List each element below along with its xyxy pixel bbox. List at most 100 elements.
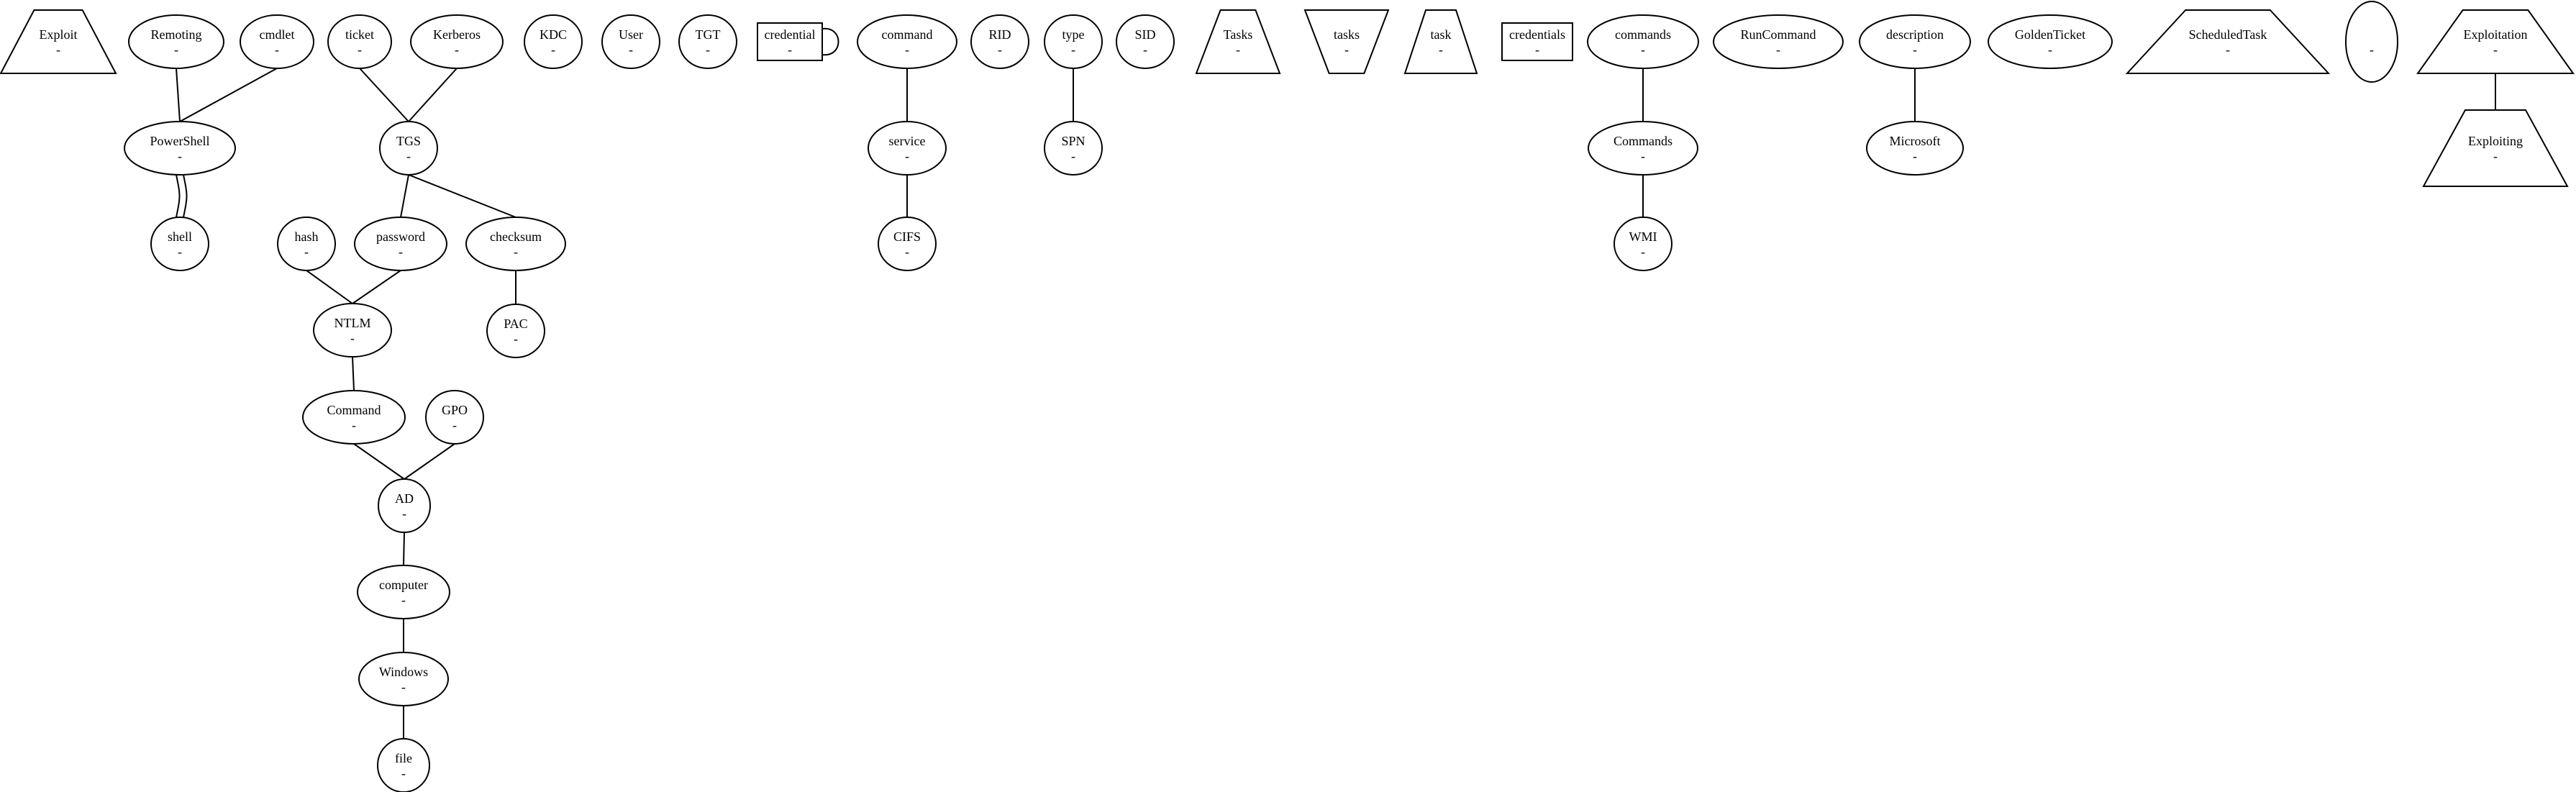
node-checksum-label: checksum — [490, 229, 542, 244]
node-tasks-cap-shape — [1195, 9, 1281, 74]
node-kdc: KDC- — [524, 14, 583, 69]
node-tasks-cap: Tasks- — [1195, 9, 1281, 74]
node-command-label: command — [882, 27, 933, 42]
node-remoting-label: Remoting — [151, 27, 202, 42]
node-service-shape — [868, 121, 947, 176]
node-wmi-shape — [1614, 217, 1672, 271]
node-kdc-sublabel: - — [551, 42, 555, 57]
node-commands-shape — [1587, 14, 1699, 69]
node-gpo: GPO- — [425, 390, 484, 445]
node-credentials-shape — [1501, 22, 1573, 61]
node-commands-label: commands — [1615, 27, 1671, 42]
edge-cmdlet-to-powershell — [179, 68, 278, 122]
node-windows-label: Windows — [379, 665, 428, 679]
node-shell-shape — [150, 217, 209, 271]
node-hash-sublabel: - — [304, 245, 309, 259]
node-cmdlet: cmdlet- — [240, 14, 314, 69]
node-cifs-sublabel: - — [905, 245, 909, 259]
node-rid-label: RID — [989, 27, 1011, 42]
node-remoting-sublabel: - — [174, 42, 178, 57]
node-tgs-label: TGS — [396, 134, 421, 148]
node-commands-cap-label: Commands — [1614, 134, 1672, 148]
node-windows-shape — [358, 652, 449, 706]
node-ticket-sublabel: - — [358, 42, 362, 57]
node-tasks-shape — [1303, 9, 1390, 74]
node-blank-sublabel: - — [2370, 42, 2374, 57]
node-pac-shape — [486, 304, 545, 358]
node-tasks-cap-label: Tasks — [1224, 27, 1253, 42]
node-ad-shape — [378, 478, 431, 533]
node-kdc-label: KDC — [540, 27, 567, 42]
node-goldenticket-label: GoldenTicket — [2015, 27, 2085, 42]
node-wmi-sublabel: - — [1641, 245, 1645, 259]
node-command-cap-sublabel: - — [352, 418, 356, 432]
node-file-label: file — [395, 751, 412, 765]
node-rid-shape — [970, 14, 1029, 69]
node-runcommand-sublabel: - — [1776, 42, 1780, 57]
node-ticket-label: ticket — [345, 27, 374, 42]
node-exploitation-sublabel: - — [2493, 42, 2498, 57]
node-ad-sublabel: - — [402, 506, 406, 521]
node-task-sublabel: - — [1439, 42, 1443, 57]
node-shell-sublabel: - — [178, 245, 182, 259]
node-tasks-cap-sublabel: - — [1236, 42, 1240, 57]
node-ntlm-shape — [313, 303, 392, 358]
node-checksum-sublabel: - — [514, 245, 518, 259]
node-credentials-sublabel: - — [1535, 42, 1539, 57]
edge-remoting-to-powershell — [176, 68, 181, 122]
node-powershell-shape — [124, 121, 236, 176]
node-sid: SID- — [1116, 14, 1175, 69]
edge-hash-to-ntlm — [306, 270, 353, 304]
node-file-sublabel: - — [401, 766, 406, 780]
node-tgt: TGT- — [678, 14, 737, 69]
node-command-cap-shape — [302, 390, 406, 445]
node-commands-cap-shape — [1588, 121, 1698, 176]
node-exploiting: Exploiting- — [2422, 109, 2569, 187]
node-hash-label: hash — [295, 229, 319, 244]
node-user-label: User — [619, 27, 643, 42]
node-command-cap-label: Command — [327, 403, 381, 417]
node-ntlm-sublabel: - — [350, 331, 355, 345]
node-task-label: task — [1431, 27, 1452, 42]
node-exploit: Exploit- — [0, 9, 117, 74]
node-shell-label: shell — [168, 229, 192, 244]
node-description-shape — [1859, 14, 1971, 69]
edge-powershell-to-shell — [176, 174, 181, 218]
node-remoting-shape — [128, 14, 224, 69]
node-service: service- — [868, 121, 947, 176]
node-checksum-shape — [465, 217, 566, 271]
node-password-sublabel: - — [399, 245, 403, 259]
node-computer-label: computer — [379, 578, 428, 592]
node-rid: RID- — [970, 14, 1029, 69]
node-tgt-shape — [678, 14, 737, 69]
node-tasks: tasks- — [1303, 9, 1390, 74]
node-file-shape — [377, 738, 430, 792]
node-blank-shape — [2345, 1, 2398, 83]
node-ticket-shape — [327, 14, 392, 69]
node-goldenticket-shape — [1988, 14, 2113, 69]
node-microsoft-sublabel: - — [1913, 149, 1917, 163]
node-cmdlet-shape — [240, 14, 314, 69]
node-exploit-label: Exploit — [40, 27, 78, 42]
node-command-sublabel: - — [905, 42, 909, 57]
node-commands-cap: Commands- — [1588, 121, 1698, 176]
node-microsoft: Microsoft- — [1866, 121, 1964, 176]
node-credential: credential- — [757, 22, 823, 61]
node-exploiting-shape — [2422, 109, 2569, 187]
node-computer-shape — [357, 565, 450, 619]
node-credentials-label: credentials — [1509, 27, 1565, 42]
node-task: task- — [1403, 9, 1478, 74]
node-shell: shell- — [150, 217, 209, 271]
node-blank: - — [2345, 1, 2398, 83]
node-tgt-label: TGT — [696, 27, 721, 42]
node-pac-label: PAC — [504, 317, 527, 331]
node-kerberos-shape — [410, 14, 504, 69]
node-gpo-label: GPO — [442, 403, 468, 417]
node-credential-label: credential — [765, 27, 816, 42]
node-tgs-shape — [379, 121, 438, 176]
node-pac: PAC- — [486, 304, 545, 358]
node-computer: computer- — [357, 565, 450, 619]
node-user-shape — [601, 14, 660, 69]
node-tgs-sublabel: - — [406, 149, 411, 163]
